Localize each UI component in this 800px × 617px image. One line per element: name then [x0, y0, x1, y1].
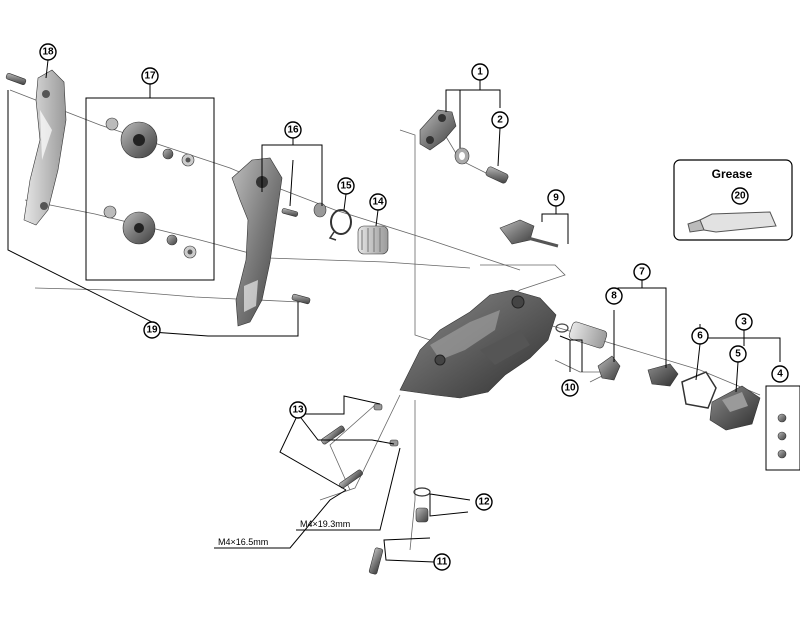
svg-text:1: 1	[477, 67, 483, 78]
svg-text:15: 15	[340, 181, 352, 192]
svg-text:3: 3	[741, 317, 747, 328]
svg-text:12: 12	[478, 497, 490, 508]
callout-15: 15	[337, 177, 355, 195]
tension-spring	[357, 225, 389, 255]
derailleur-main-body	[399, 289, 557, 399]
end-adjust-bolt	[368, 547, 384, 575]
svg-text:9: 9	[553, 193, 559, 204]
callout-8: 8	[605, 287, 623, 305]
assembly-axes	[9, 89, 761, 551]
cage-bolt-top	[5, 73, 27, 85]
svg-text:17: 17	[144, 71, 156, 82]
svg-text:7: 7	[639, 267, 645, 278]
svg-text:16: 16	[287, 125, 299, 136]
dimension-labels: M4×16.5mm M4×19.3mm	[218, 519, 350, 547]
callout-2: 2	[491, 111, 509, 129]
callout-4: 4	[771, 365, 789, 383]
cover-screws	[777, 413, 787, 459]
tension-pulley	[103, 205, 197, 259]
stabilizer-cover	[709, 385, 761, 431]
callout-13: 13	[289, 401, 307, 419]
clutch-lever	[647, 363, 679, 387]
spring-pin	[555, 323, 569, 333]
guide-pulley	[105, 117, 195, 167]
callout-5: 5	[729, 345, 747, 363]
callout-7: 7	[633, 263, 651, 281]
svg-text:18: 18	[42, 47, 54, 58]
callout-18: 18	[39, 43, 57, 61]
cable-fixing-bolt	[413, 487, 431, 523]
roller-clutch-spring	[568, 321, 621, 381]
callout-12: 12	[475, 493, 493, 511]
svg-text:19: 19	[146, 325, 158, 336]
inner-cage-plate	[231, 157, 283, 327]
callout-17: 17	[141, 67, 159, 85]
callout-19: 19	[143, 321, 161, 339]
callout-10: 10	[561, 379, 579, 397]
callout-20: 20	[731, 187, 749, 205]
limit-bolts	[321, 403, 399, 489]
gasket	[681, 371, 717, 409]
snap-ring	[328, 209, 352, 241]
callout-3: 3	[735, 313, 753, 331]
callout-1: 1	[471, 63, 489, 81]
svg-text:4: 4	[777, 369, 783, 380]
callout-14: 14	[369, 193, 387, 211]
callout-16: 16	[284, 121, 302, 139]
callout-11: 11	[433, 553, 451, 571]
cable-adjuster	[499, 219, 559, 248]
svg-text:10: 10	[564, 383, 576, 394]
bolt-short-dimension: M4×16.5mm	[218, 537, 268, 547]
svg-text:20: 20	[734, 191, 746, 202]
outer-cage-plate	[23, 69, 67, 226]
cage-stop-bolts	[281, 202, 327, 218]
cage-bolt-bottom	[291, 293, 311, 305]
svg-text:8: 8	[611, 291, 617, 302]
callout-9: 9	[547, 189, 565, 207]
b-tension-adjust-bolt	[485, 166, 509, 184]
grease-title: Grease	[712, 167, 753, 181]
svg-text:2: 2	[497, 115, 503, 126]
svg-text:5: 5	[735, 349, 741, 360]
bracket-axle	[419, 109, 470, 165]
svg-text:6: 6	[697, 331, 703, 342]
bolt-long-dimension: M4×19.3mm	[300, 519, 350, 529]
svg-text:11: 11	[437, 557, 448, 568]
svg-text:13: 13	[292, 405, 304, 416]
svg-text:14: 14	[372, 197, 384, 208]
callout-6: 6	[691, 327, 709, 345]
